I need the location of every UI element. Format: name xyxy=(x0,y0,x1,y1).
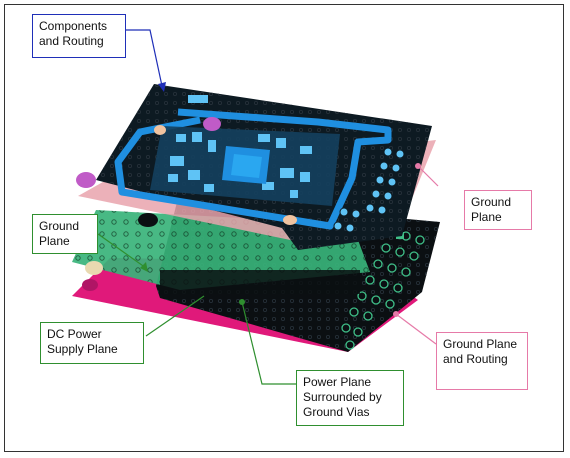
qfn-chip xyxy=(222,146,270,184)
fiducial xyxy=(154,125,166,135)
callout-dc-power-supply-plane: DC Power Supply Plane xyxy=(40,322,144,364)
ground-ring-trace xyxy=(114,108,392,230)
leader-dc-power xyxy=(145,295,205,337)
leader-ground-routing xyxy=(395,313,437,345)
callout-ground-plane-right: Ground Plane xyxy=(464,190,532,230)
mounting-pad xyxy=(76,172,96,188)
leader-ground-plane-right xyxy=(417,165,439,187)
mounting-pad xyxy=(203,117,221,131)
callout-power-plane-surrounded: Power Plane Surrounded by Ground Vias xyxy=(296,370,404,426)
components-cluster xyxy=(168,132,312,198)
fiducial xyxy=(283,215,297,225)
callout-ground-plane-and-routing: Ground Plane and Routing xyxy=(436,332,528,390)
via-cluster xyxy=(138,213,158,227)
callout-ground-plane-left: Ground Plane xyxy=(32,214,98,254)
leader-components-routing xyxy=(124,29,163,87)
mounting-hole xyxy=(85,261,103,275)
leader-power-plane xyxy=(241,301,296,385)
top-component-layer xyxy=(76,84,432,250)
callout-components-routing: Components and Routing xyxy=(32,14,126,58)
mounting-hole xyxy=(82,279,98,291)
header-pins xyxy=(333,147,405,233)
top-connector xyxy=(188,95,208,103)
leader-ground-plane-left xyxy=(97,233,147,269)
leader-lines xyxy=(97,29,439,385)
figure-frame xyxy=(4,4,564,452)
via-fence xyxy=(160,270,360,294)
